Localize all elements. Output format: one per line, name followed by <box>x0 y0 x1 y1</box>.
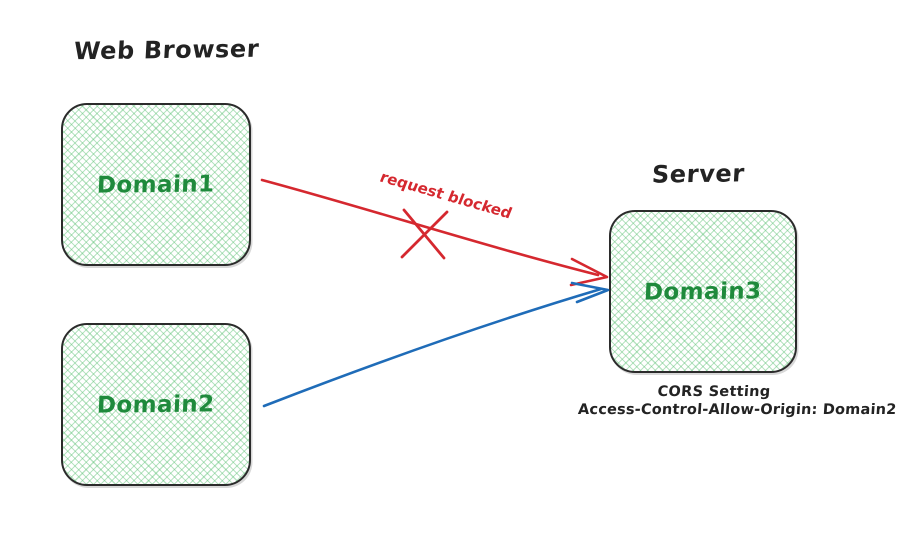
node-domain2-label: Domain2 <box>96 390 216 419</box>
edge-allowed-arrowhead <box>570 281 610 304</box>
node-domain3[interactable]: Domain3 <box>609 210 797 373</box>
group-label-web-browser: Web Browser <box>73 34 261 66</box>
node-domain3-label: Domain3 <box>643 277 763 306</box>
node-domain1[interactable]: Domain1 <box>61 103 251 266</box>
cors-note-title: CORS Setting <box>656 384 772 400</box>
edge-blocked-arrowhead <box>569 257 609 287</box>
node-domain1-label: Domain1 <box>96 170 216 199</box>
cors-setting-note: CORS Setting Access-Control-Allow-Origin… <box>577 383 898 419</box>
edge-label-request-blocked: request blocked <box>377 168 515 223</box>
edge-allowed-request <box>262 281 610 408</box>
node-domain2[interactable]: Domain2 <box>61 323 251 486</box>
edge-allowed-line <box>262 287 603 408</box>
group-label-server: Server <box>651 159 746 189</box>
blocked-cross-icon <box>400 208 449 260</box>
cors-note-header: Access-Control-Allow-Origin: Domain2 <box>577 402 898 419</box>
